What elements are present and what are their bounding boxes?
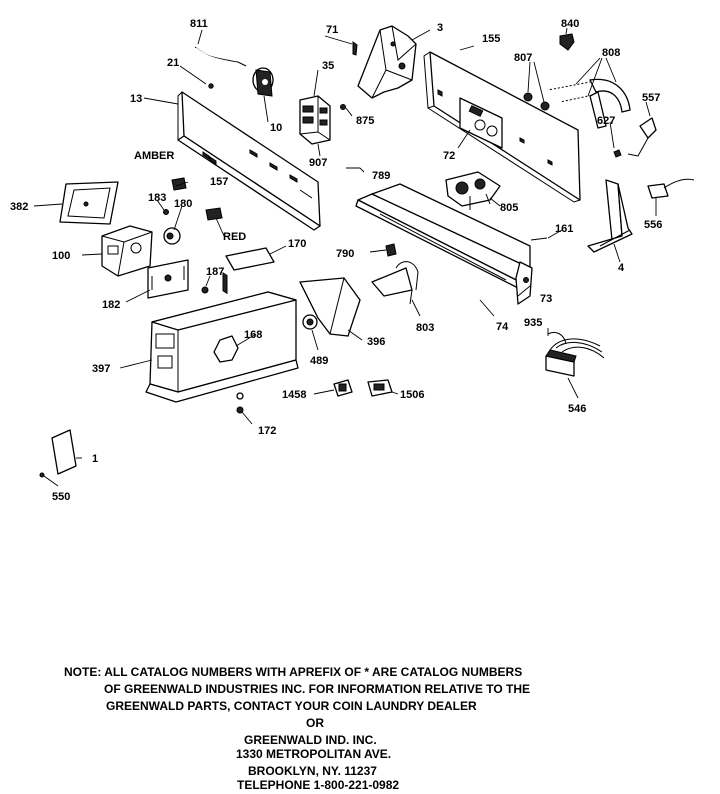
callout-907: 907 xyxy=(309,157,327,169)
part-489-knob xyxy=(302,314,318,330)
callout-550: 550 xyxy=(52,491,70,503)
part-172-screw xyxy=(236,392,244,414)
callout-546: 546 xyxy=(568,403,586,415)
callout-183: 183 xyxy=(148,192,166,204)
callout-13: 13 xyxy=(130,93,142,105)
callout-73: 73 xyxy=(540,293,552,305)
part-183-screw xyxy=(163,209,169,215)
part-397-housing xyxy=(145,291,299,403)
part-1458-switch xyxy=(333,379,353,397)
callout-180: 180 xyxy=(174,198,192,210)
callout-556: 556 xyxy=(644,219,662,231)
part-808-handle xyxy=(547,78,631,129)
part-811-tube xyxy=(194,46,247,67)
part-74-rail xyxy=(355,183,531,291)
callout-182: 182 xyxy=(102,299,120,311)
callout-790: 790 xyxy=(336,248,354,260)
part-170-plate xyxy=(225,247,275,271)
callout-172: 172 xyxy=(258,425,276,437)
part-875-screw xyxy=(340,104,346,110)
callout-1: 1 xyxy=(92,453,98,465)
callout-811: 811 xyxy=(190,18,208,30)
note-line-8: TELEPHONE 1-800-221-0982 xyxy=(237,778,400,792)
part-550-screw xyxy=(39,472,45,478)
callout-10: 10 xyxy=(270,122,282,134)
part-807-washer-a xyxy=(523,92,533,102)
part-180-knob xyxy=(163,227,181,245)
callout-74: 74 xyxy=(496,321,509,333)
part-627-screw xyxy=(613,149,622,158)
callout-935: 935 xyxy=(524,317,542,329)
part-155-panel xyxy=(423,51,581,203)
part-811-tube-inner xyxy=(195,47,239,62)
part-546-connector xyxy=(545,331,605,377)
callout-170: 170 xyxy=(288,238,306,250)
part-803-bracket xyxy=(371,261,419,305)
callout-71: 71 xyxy=(326,24,338,36)
callout-100: 100 xyxy=(52,250,70,262)
part-10-switch xyxy=(252,67,274,97)
part-840-knob xyxy=(559,33,575,51)
callout-808: 808 xyxy=(602,47,620,59)
callout-187: 187 xyxy=(206,266,224,278)
note-line-4: OR xyxy=(306,716,324,730)
note-line-5: GREENWALD IND. INC. xyxy=(244,733,377,747)
part-557-clip xyxy=(627,117,657,157)
callout-157: 157 xyxy=(210,176,228,188)
part-71-screw xyxy=(352,41,358,56)
callout-red: RED xyxy=(223,231,246,243)
callout-amber: AMBER xyxy=(134,150,174,162)
callout-168: 168 xyxy=(244,329,262,341)
callout-803: 803 xyxy=(416,322,434,334)
callout-627: 627 xyxy=(597,115,615,127)
callout-382: 382 xyxy=(10,201,28,213)
callout-557: 557 xyxy=(642,92,660,104)
callout-1506: 1506 xyxy=(400,389,424,401)
callout-72: 72 xyxy=(443,150,455,162)
part-187-screw xyxy=(201,286,209,294)
callout-807: 807 xyxy=(514,52,532,64)
callout-3: 3 xyxy=(437,22,443,34)
part-807-washer-b xyxy=(540,101,550,111)
callout-396: 396 xyxy=(367,336,385,348)
callout-840: 840 xyxy=(561,18,579,30)
callout-489: 489 xyxy=(310,355,328,367)
callout-397: 397 xyxy=(92,363,110,375)
part-157-lamp-amber xyxy=(171,177,187,191)
callout-4: 4 xyxy=(618,262,625,274)
part-382-frame xyxy=(59,181,119,225)
part-182-plate xyxy=(147,259,189,299)
callout-789: 789 xyxy=(372,170,390,182)
part-1506-switch xyxy=(367,379,393,397)
part-4-bracket xyxy=(587,179,633,253)
note-line-2: OF GREENWALD INDUSTRIES INC. FOR INFORMA… xyxy=(104,682,530,696)
callout-875: 875 xyxy=(356,115,374,127)
callout-21: 21 xyxy=(167,57,179,69)
part-161-screw xyxy=(530,237,548,241)
callout-35: 35 xyxy=(322,60,334,72)
part-1-card xyxy=(51,429,77,475)
part-3-bracket xyxy=(357,25,417,99)
note-line-1: NOTE: ALL CATALOG NUMBERS WITH APREFIX O… xyxy=(64,665,523,679)
note-line-7: BROOKLYN, NY. 11237 xyxy=(248,764,377,778)
part-805-valve xyxy=(445,171,501,210)
part-396-hood xyxy=(299,277,361,337)
part-lamp-red xyxy=(205,207,223,221)
callout-805: 805 xyxy=(500,202,518,214)
part-73-end xyxy=(515,261,533,305)
part-100-motor xyxy=(101,225,153,277)
part-556-plug xyxy=(647,178,695,199)
part-790-fitting xyxy=(385,243,397,257)
callout-155: 155 xyxy=(482,33,500,45)
note-line-6: 1330 METROPOLITAN AVE. xyxy=(236,747,392,761)
leader-lines xyxy=(33,27,657,487)
part-907-block xyxy=(299,95,331,145)
part-13-panel xyxy=(177,91,321,295)
note-line-3: GREENWALD PARTS, CONTACT YOUR COIN LAUND… xyxy=(106,699,477,713)
callout-161: 161 xyxy=(555,223,573,235)
part-21-screw xyxy=(208,83,214,89)
callout-1458: 1458 xyxy=(282,389,306,401)
